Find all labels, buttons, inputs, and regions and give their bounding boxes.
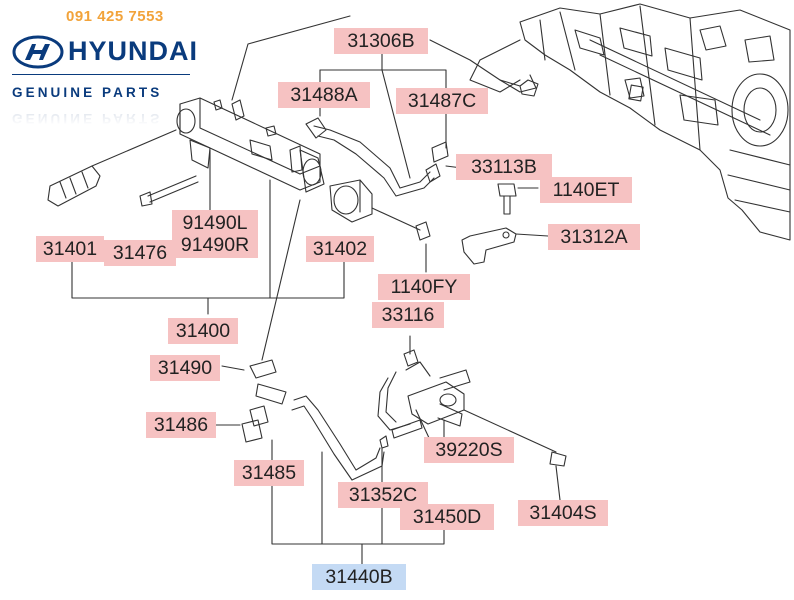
brand-tagline: GENUINE PARTS — [12, 85, 163, 100]
part-label-91490r[interactable]: 91490R — [172, 232, 258, 258]
part-label-31401[interactable]: 31401 — [36, 236, 104, 262]
part-label-31490[interactable]: 31490 — [150, 355, 220, 381]
part-label-31312a[interactable]: 31312A — [548, 224, 640, 250]
part-label-31486[interactable]: 31486 — [146, 412, 216, 438]
part-label-31306b[interactable]: 31306B — [334, 28, 428, 54]
part-label-39220s[interactable]: 39220S — [424, 437, 514, 463]
brand-tagline-reflection: GENUINE PARTS — [12, 112, 163, 126]
engine-block — [469, 3, 791, 241]
bracket-31312a — [461, 227, 517, 265]
bolt-31476 — [139, 175, 199, 207]
hyundai-logo-icon — [12, 35, 64, 69]
pressure-valve — [329, 179, 431, 241]
brand-divider — [12, 74, 190, 75]
bolt-31404s — [463, 409, 567, 467]
part-label-31487c[interactable]: 31487C — [396, 88, 488, 114]
part-label-31402[interactable]: 31402 — [306, 236, 374, 262]
part-label-31400[interactable]: 31400 — [168, 318, 238, 344]
pressure-sensor — [47, 129, 177, 207]
part-label-1140et[interactable]: 1140ET — [540, 177, 632, 203]
fuel-filter-fitting — [377, 349, 471, 439]
brand-wordmark: HYUNDAI — [68, 36, 199, 66]
part-label-1140fy[interactable]: 1140FY — [378, 274, 470, 300]
part-label-31485[interactable]: 31485 — [234, 460, 304, 486]
part-label-33113b[interactable]: 33113B — [456, 154, 552, 180]
bolt-1140et — [497, 183, 517, 215]
harness-lead-line — [231, 15, 351, 101]
part-label-31488a[interactable]: 31488A — [278, 82, 370, 108]
part-label-31440b[interactable]: 31440B — [312, 564, 406, 590]
part-label-33116[interactable]: 33116 — [372, 302, 444, 328]
part-label-31476[interactable]: 31476 — [104, 240, 176, 266]
return-hose — [305, 117, 449, 197]
part-label-91490l[interactable]: 91490L — [172, 210, 258, 236]
part-label-31352c[interactable]: 31352C — [338, 482, 428, 508]
fuel-rail — [176, 97, 325, 193]
phone-number: 091 425 7553 — [66, 8, 164, 25]
part-label-31404s[interactable]: 31404S — [518, 500, 608, 526]
part-label-31450d[interactable]: 31450D — [400, 504, 494, 530]
